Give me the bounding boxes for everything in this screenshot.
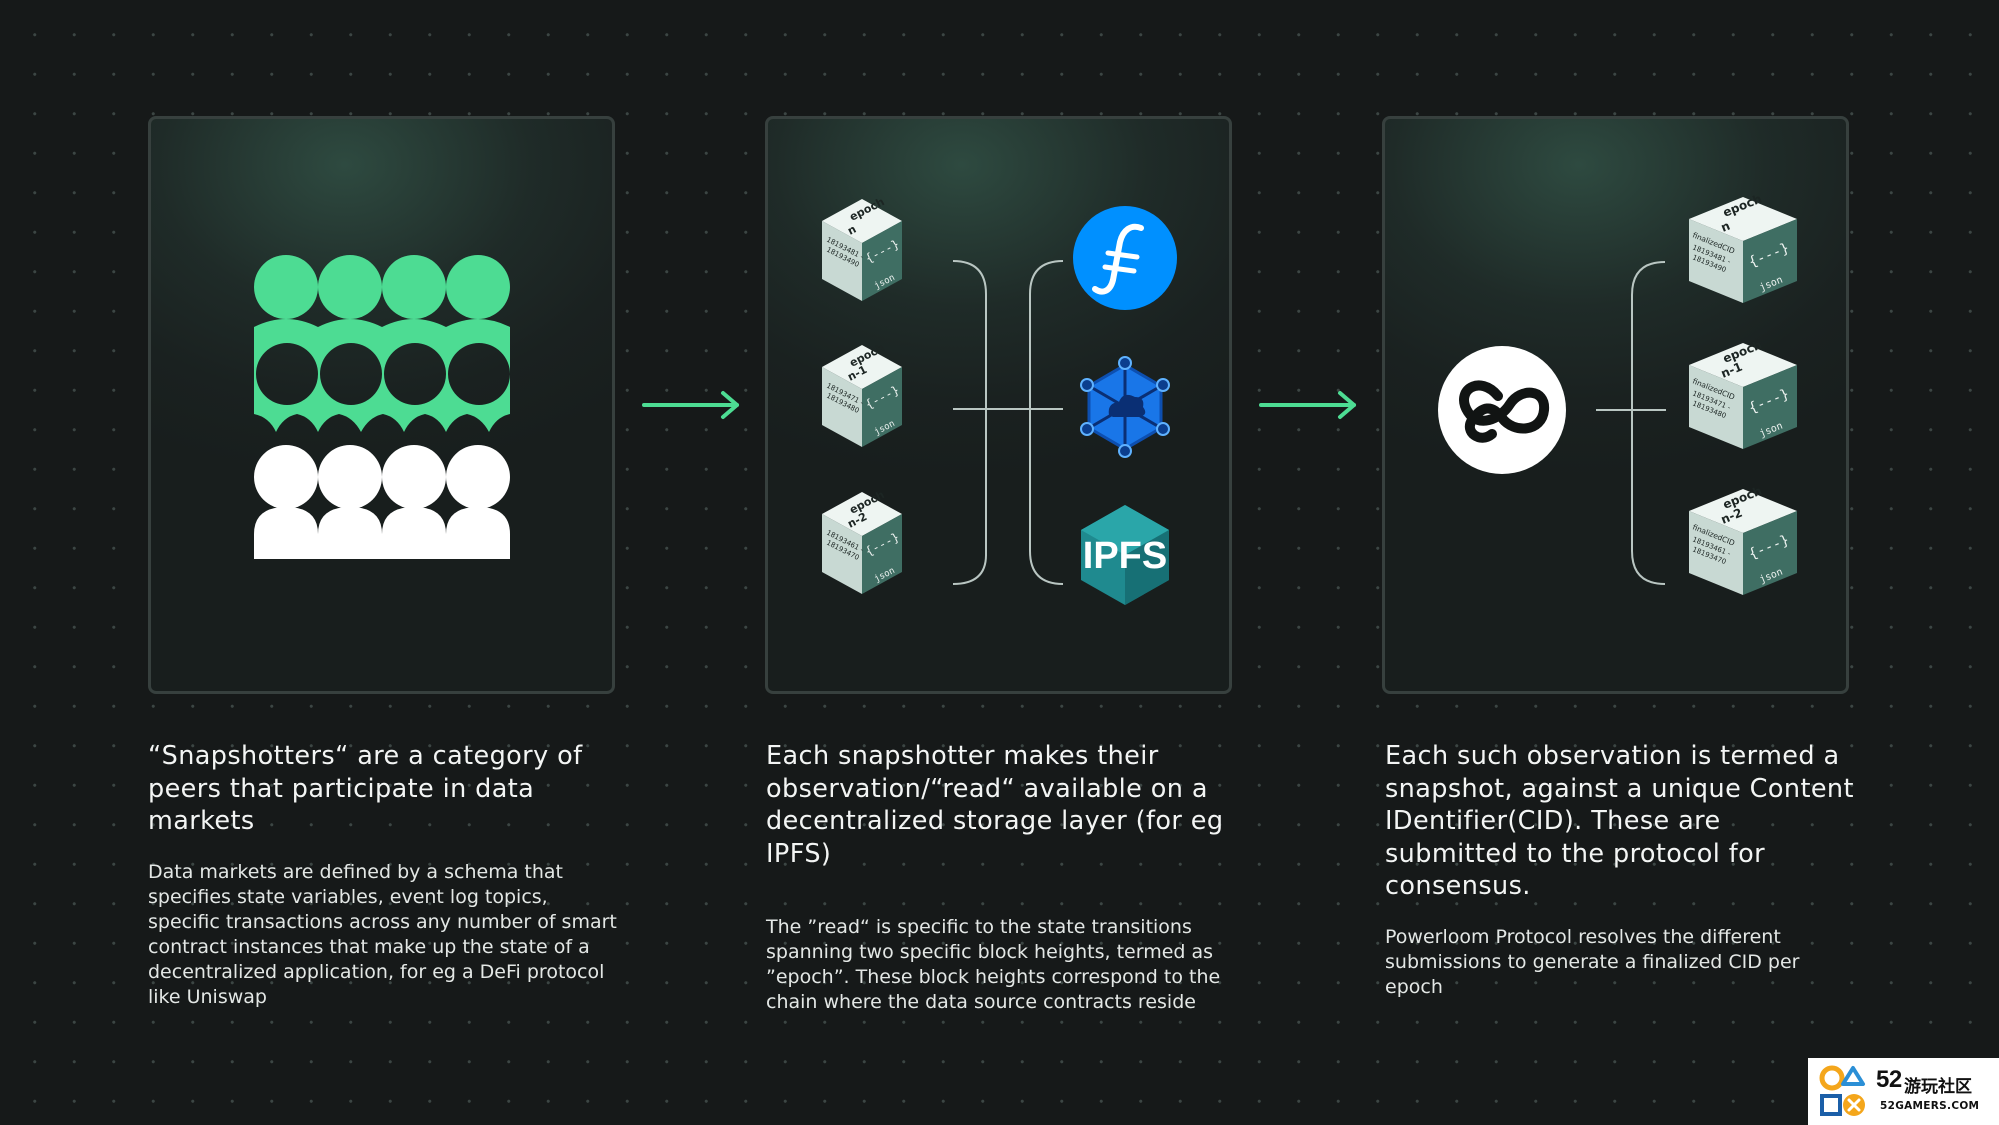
gamers-logo-icon — [1819, 1065, 1865, 1116]
finalized-cube-n-2: epoch n-2 finalizedCID 18193461 - 181934… — [1689, 484, 1797, 595]
epoch-cube-n: epoch n 18193481 - 18193490 {---} json — [822, 195, 902, 301]
panel-snapshotters — [148, 116, 615, 694]
caption-title: Each snapshotter makes their observation… — [766, 741, 1224, 869]
consensus-diagram: epoch n finalizedCID 18193481 - 18193490… — [1438, 192, 1797, 595]
watermark-badge: 52 游玩社区 52GAMERS.COM — [1808, 1058, 1999, 1125]
caption-consensus: Each such observation is termed a snapsh… — [1385, 740, 1855, 1000]
caption-snapshotters: “Snapshotters“ are a category of peers t… — [148, 740, 618, 1010]
epoch-cube-n-2: epoch n-2 18193461 - 18193470 {---} json — [822, 488, 902, 594]
caption-body: The ”read“ is specific to the state tran… — [766, 916, 1221, 1013]
connector-brackets — [952, 260, 1064, 585]
ipfs-icon: IPFS — [1081, 505, 1169, 605]
caption-title: Each such observation is termed a snapsh… — [1385, 741, 1854, 901]
caption-body: Data markets are defined by a schema tha… — [148, 860, 617, 1008]
filecoin-icon — [1073, 206, 1177, 310]
watermark-name: 游玩社区 — [1904, 1077, 1972, 1097]
arrow-right-icon — [1259, 391, 1356, 419]
finalized-cube-n-1: epoch n-1 finalizedCID 18193471 - 181934… — [1689, 338, 1797, 449]
svg-text:IPFS: IPFS — [1083, 535, 1167, 577]
watermark-site: 52GAMERS.COM — [1880, 1100, 1980, 1112]
arrow-right-icon — [642, 391, 739, 419]
panel-storage: epoch n 18193481 - 18193490 {---} json e… — [765, 116, 1232, 694]
finalized-cube-n: epoch n finalizedCID 18193481 - 18193490… — [1689, 192, 1797, 303]
peer-grid-icon — [254, 255, 510, 559]
powerloom-logo-icon — [1438, 346, 1566, 474]
caption-title: “Snapshotters“ are a category of peers t… — [148, 741, 583, 836]
storage-diagram: epoch n 18193481 - 18193490 {---} json e… — [822, 195, 1177, 605]
epoch-cube-n-1: epoch n-1 18193471 - 18193480 {---} json — [822, 341, 902, 447]
panel-consensus: epoch n finalizedCID 18193481 - 18193490… — [1382, 116, 1849, 694]
caption-storage: Each snapshotter makes their observation… — [766, 740, 1236, 1015]
arweave-network-icon — [1080, 356, 1170, 458]
ipfs-label: IPFS — [1083, 535, 1167, 577]
watermark-number: 52 — [1876, 1066, 1902, 1093]
connector-brackets — [1596, 261, 1666, 585]
caption-body: Powerloom Protocol resolves the differen… — [1385, 925, 1800, 998]
